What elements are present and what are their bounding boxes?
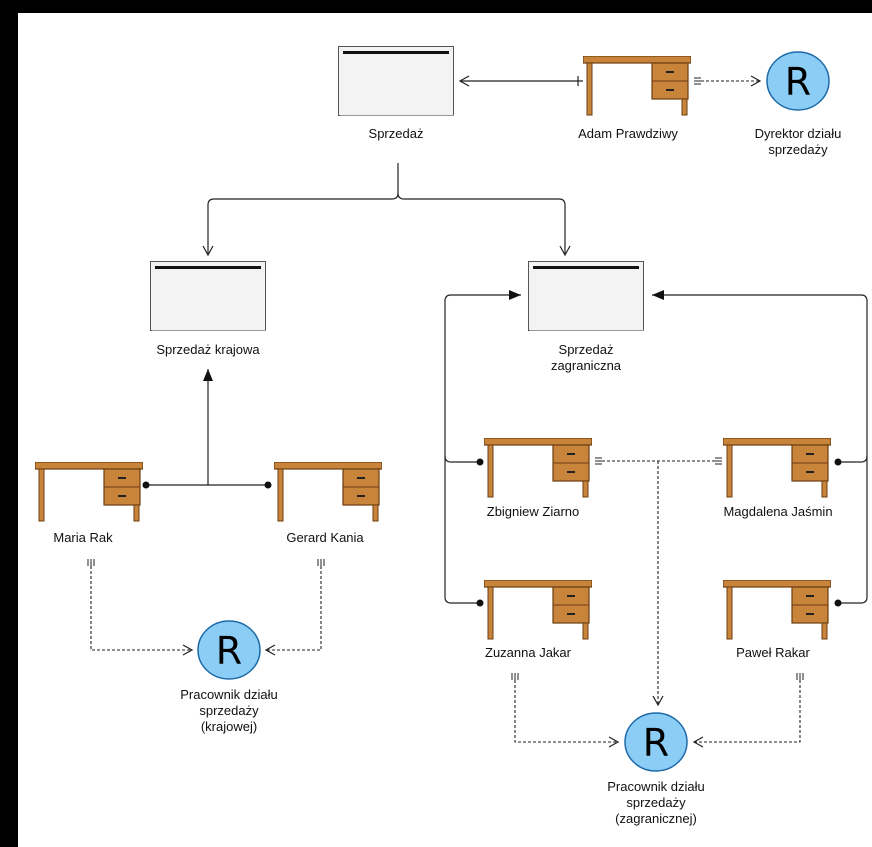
role-pracownik-krajowy[interactable]: R: [197, 620, 261, 680]
krajowa-employee-connectors: [146, 369, 268, 486]
role-label-pracownik-krajowy: Pracownik działu sprzedaży (krajowej): [180, 687, 278, 734]
desk-gerard[interactable]: [274, 462, 382, 522]
person-label-magdalena: Magdalena Jaśmin: [723, 504, 833, 519]
desk-zuzanna[interactable]: [484, 580, 592, 640]
zagraniczna-employee-connectors: [444, 290, 868, 604]
desk-zbigniew[interactable]: [484, 438, 592, 498]
role-pracownik-zagraniczny[interactable]: R: [624, 712, 688, 772]
person-label-maria: Maria Rak: [53, 530, 113, 545]
unit-box-sprzedaz-krajowa[interactable]: [150, 261, 267, 332]
person-label-zbigniew: Zbigniew Ziarno: [486, 504, 580, 519]
desk-maria[interactable]: [35, 462, 143, 522]
person-label-adam: Adam Prawdziwy: [578, 126, 678, 141]
desk-magdalena[interactable]: [723, 438, 831, 498]
person-label-gerard: Gerard Kania: [286, 530, 364, 545]
multiplicity-marks: [87, 77, 804, 680]
person-label-zuzanna: Zuzanna Jakar: [485, 645, 571, 660]
desk-pawel[interactable]: [723, 580, 831, 640]
desk-adam[interactable]: [583, 56, 691, 116]
person-label-pawel: Paweł Rakar: [736, 645, 810, 660]
unit-label-sprzedaz: Sprzedaż: [368, 126, 424, 141]
role-symbol: R: [785, 60, 811, 104]
role-symbol: R: [643, 721, 669, 765]
unit-label-sprzedaz-krajowa: Sprzedaż krajowa: [156, 342, 260, 357]
role-symbol: R: [216, 629, 242, 673]
role-assignment-connectors: [90, 75, 801, 748]
unit-box-sprzedaz[interactable]: [338, 46, 455, 117]
role-label-pracownik-zagraniczny: Pracownik działu sprzedaży (zagranicznej…: [607, 779, 705, 826]
unit-box-sprzedaz-zagraniczna[interactable]: [528, 261, 645, 332]
connector-layer: R R R: [35, 46, 868, 772]
unit-label-sprzedaz-zagraniczna: Sprzedaż zagraniczna: [550, 342, 622, 373]
role-dyrektor[interactable]: R: [766, 51, 830, 111]
hierarchy-connectors: [202, 163, 571, 257]
role-label-dyrektor: Dyrektor działu sprzedaży: [754, 126, 842, 157]
manager-connector: [458, 75, 583, 87]
org-diagram-canvas: R R R: [18, 13, 872, 847]
